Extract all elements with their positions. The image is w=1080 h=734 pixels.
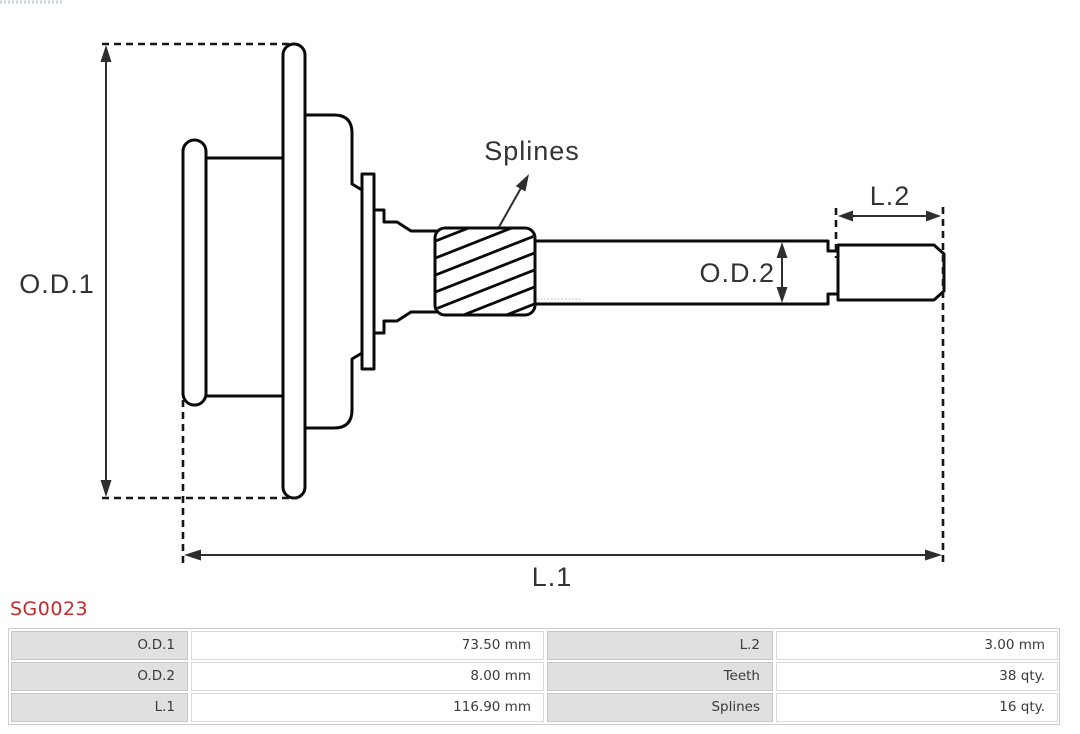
spec-table: O.D.1 73.50 mm L.2 3.00 mm O.D.2 8.00 mm…: [8, 628, 1060, 725]
spline-block: [433, 226, 537, 317]
dimensions: O.D.1 Splines O.D.2 L.2 L.1: [19, 42, 945, 592]
l1-dimension-arrow: [184, 549, 942, 561]
technical-drawing: O.D.1 Splines O.D.2 L.2 L.1: [0, 0, 946, 592]
spec-value-splines: 16 qty.: [776, 693, 1058, 722]
spec-label-od2: O.D.2: [11, 662, 188, 691]
spec-value-l2: 3.00 mm: [776, 631, 1058, 660]
l2-label: L.2: [870, 181, 911, 211]
l2-dimension-arrow: [838, 210, 941, 222]
spec-value-l1: 116.90 mm: [191, 693, 544, 722]
splines-callout-arrow: [498, 174, 529, 228]
end-cap: [836, 243, 946, 302]
spec-label-l2: L.2: [547, 631, 773, 660]
large-disc: [281, 42, 307, 500]
spline-hatch: [436, 229, 534, 314]
part-code: SG0023: [10, 598, 89, 620]
od1-label: O.D.1: [19, 269, 95, 299]
collar-ring: [360, 172, 376, 371]
spec-label-od1: O.D.1: [11, 631, 188, 660]
small-disc: [181, 138, 208, 407]
l1-label: L.1: [532, 562, 573, 592]
spec-value-od1: 73.50 mm: [191, 631, 544, 660]
spec-label-l1: L.1: [11, 693, 188, 722]
shaft: [533, 239, 840, 253]
od2-dimension-arrow: [776, 242, 788, 303]
splines-callout-label: Splines: [484, 136, 580, 166]
part-outline: [181, 42, 946, 500]
spec-label-teeth: Teeth: [547, 662, 773, 691]
spec-value-teeth: 38 qty.: [776, 662, 1058, 691]
spec-label-splines: Splines: [547, 693, 773, 722]
od2-label: O.D.2: [699, 258, 775, 288]
od1-dimension-arrow: [100, 45, 112, 497]
spec-value-od2: 8.00 mm: [191, 662, 544, 691]
